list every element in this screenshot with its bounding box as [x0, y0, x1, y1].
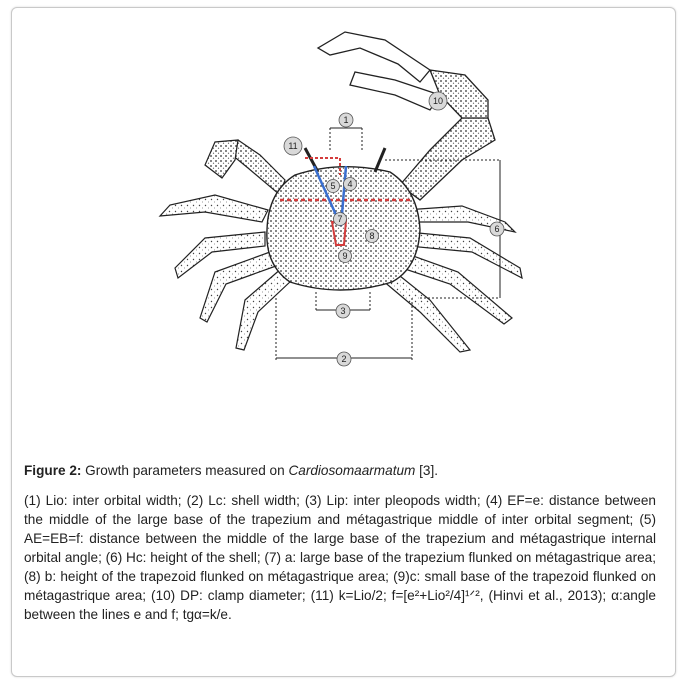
- species-name: Cardiosomaarmatum: [288, 463, 415, 478]
- svg-text:5: 5: [330, 181, 335, 191]
- svg-text:4: 4: [347, 179, 352, 189]
- svg-text:2: 2: [341, 354, 346, 364]
- svg-text:6: 6: [494, 224, 499, 234]
- caption-reference: [3].: [415, 463, 438, 478]
- label-8: 8: [366, 230, 379, 243]
- caption-body: (1) Lio: inter orbital width; (2) Lc: sh…: [24, 491, 656, 624]
- svg-text:9: 9: [342, 251, 347, 261]
- label-10: 10: [429, 92, 447, 110]
- svg-text:11: 11: [288, 141, 297, 151]
- label-1: 1: [339, 113, 353, 127]
- svg-text:8: 8: [369, 231, 374, 241]
- svg-text:1: 1: [343, 115, 348, 125]
- svg-text:7: 7: [337, 214, 342, 224]
- crab-figure: 1 2 3 4 5 6 7 8 9 10 11: [0, 0, 683, 460]
- caption-title: Figure 2: Growth parameters measured on …: [24, 461, 656, 480]
- label-4: 4: [344, 178, 357, 191]
- figure-caption: Figure 2: Growth parameters measured on …: [24, 461, 656, 624]
- label-2: 2: [337, 352, 351, 366]
- svg-text:3: 3: [340, 306, 345, 316]
- figure-label: Figure 2:: [24, 463, 81, 478]
- svg-text:10: 10: [433, 96, 443, 106]
- caption-text: Growth parameters measured on: [81, 463, 288, 478]
- label-6: 6: [490, 222, 504, 236]
- label-5: 5: [327, 180, 340, 193]
- label-9: 9: [339, 250, 352, 263]
- crab-claw-left: [205, 140, 285, 195]
- label-7: 7: [334, 213, 347, 226]
- label-11: 11: [284, 137, 302, 155]
- label-3: 3: [336, 304, 350, 318]
